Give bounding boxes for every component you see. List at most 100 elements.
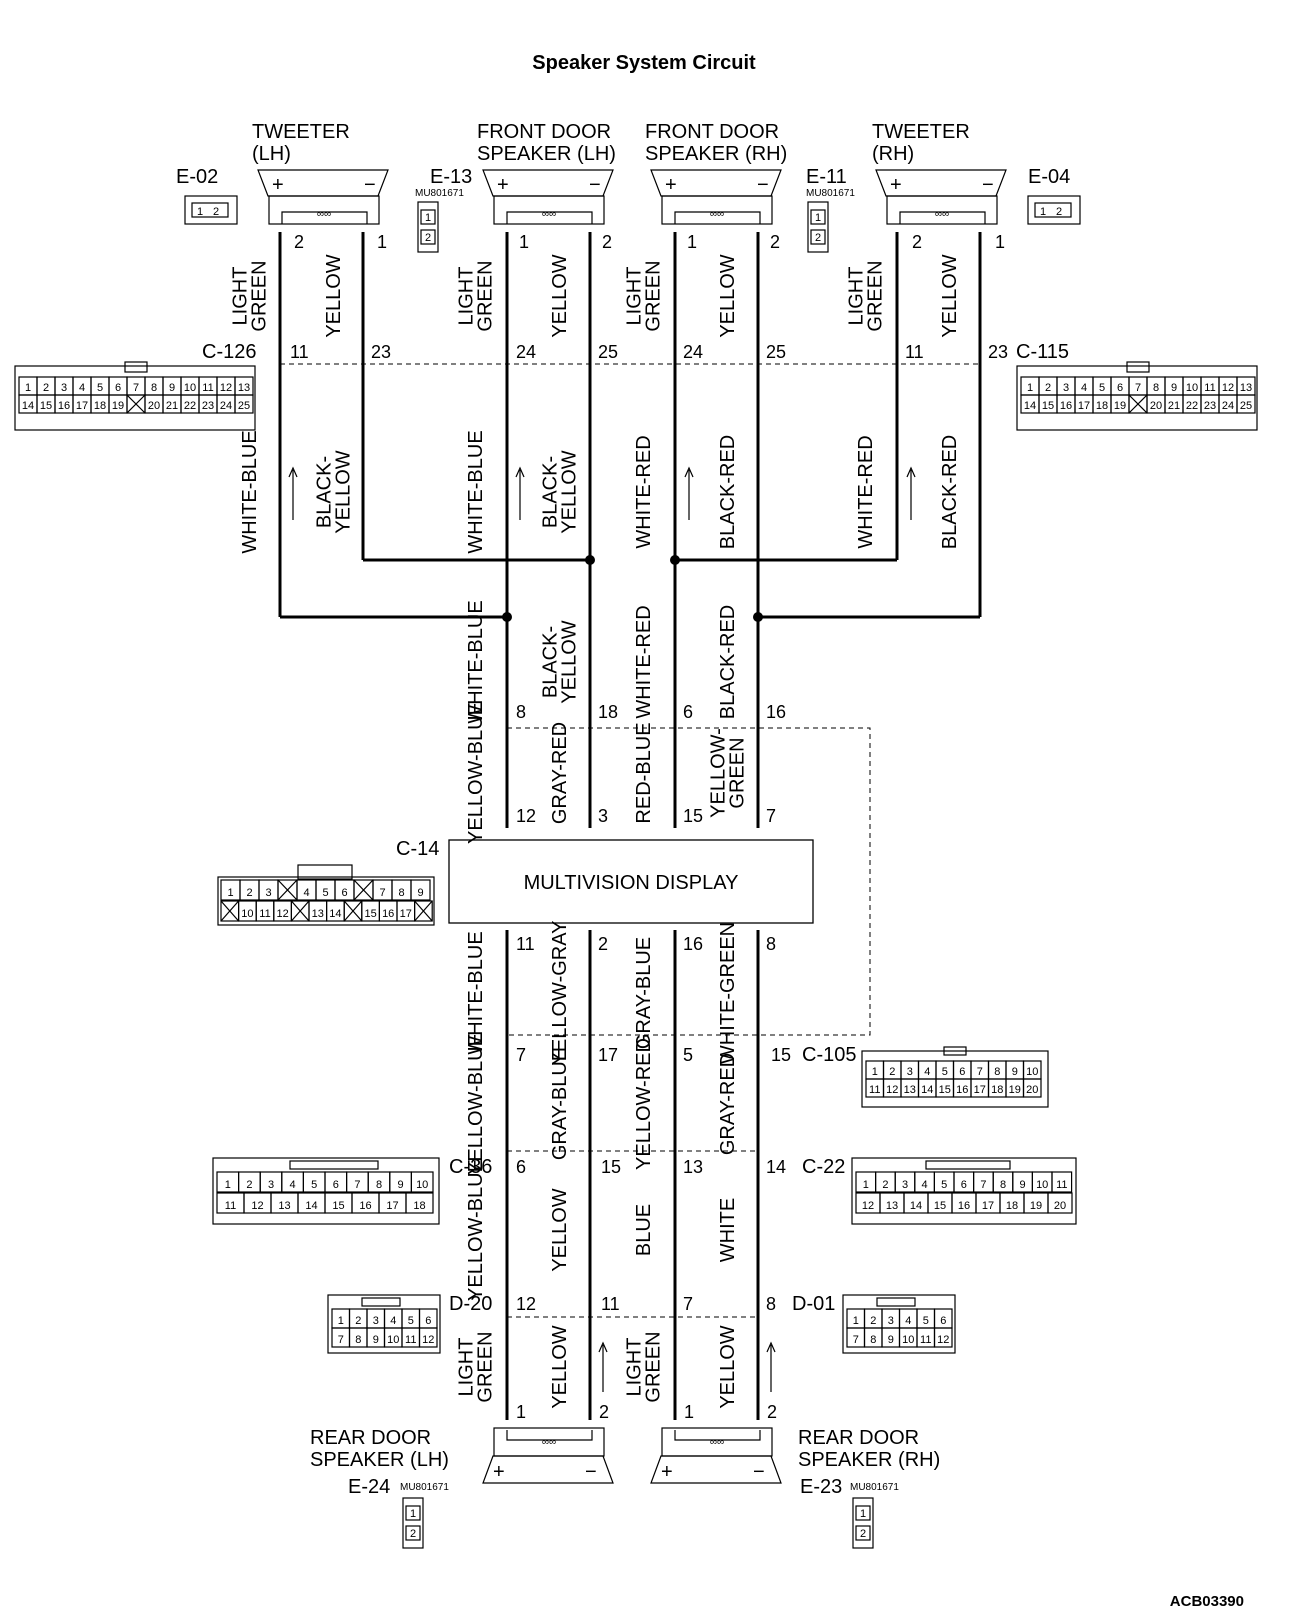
pin-label: 25 xyxy=(1240,400,1252,412)
pin-label: 11 xyxy=(225,1200,236,1212)
rdrh-pin-b: 2 xyxy=(767,1402,777,1422)
pin-number: 2 xyxy=(598,934,608,954)
pin-label: 16 xyxy=(1060,400,1072,412)
pin-label: 14 xyxy=(910,1200,922,1212)
rdlh-label-1: REAR DOOR xyxy=(310,1427,431,1449)
pin-label: 24 xyxy=(1222,400,1234,412)
wire-color-text: WHITE-RED xyxy=(855,435,877,548)
e04-pin1: 1 xyxy=(1040,206,1046,218)
tweeter-rh-label-2: (RH) xyxy=(872,143,914,165)
minus-sign: − xyxy=(753,1461,765,1483)
pin-void xyxy=(353,879,374,901)
c126-label: C-126 xyxy=(202,341,256,363)
pin-label: 8 xyxy=(398,887,404,899)
pin-number: 18 xyxy=(598,702,618,722)
wire-color-text: WHITE-RED xyxy=(633,435,655,548)
pin-label: 12 xyxy=(862,1200,874,1212)
pin-label: 10 xyxy=(184,382,196,394)
tweeter-rh-label-1: TWEETER xyxy=(872,121,970,143)
wire-color-text: BLACK- xyxy=(314,456,336,528)
pin-cell xyxy=(1236,394,1256,414)
pin-number: 5 xyxy=(683,1045,693,1065)
e23-pin-box xyxy=(855,1505,871,1521)
wire-color-text: WHITE-RED xyxy=(633,605,655,718)
pin-label: 1 xyxy=(853,1315,859,1327)
pin-label: 16 xyxy=(956,1084,968,1096)
pin-label: 4 xyxy=(905,1315,911,1327)
rdrh-label-1: REAR DOOR xyxy=(798,1427,919,1449)
pin-label: 10 xyxy=(241,908,253,920)
wire-color-label: YELLOW xyxy=(939,254,961,337)
e04-pin2: 2 xyxy=(1056,206,1062,218)
pin-label: 2 xyxy=(1045,382,1051,394)
pin-label: 13 xyxy=(904,1084,916,1096)
pin-label: 10 xyxy=(1026,1066,1038,1078)
tweeter-lh-pin-a: 2 xyxy=(294,232,304,252)
wire-color-text: LIGHT xyxy=(456,267,478,326)
pin-label: 11 xyxy=(1056,1179,1067,1191)
e23-pin2: 2 xyxy=(860,1528,866,1540)
pin-label: 1 xyxy=(1027,382,1033,394)
plus-sign: + xyxy=(497,174,509,196)
e02-pins xyxy=(191,202,229,218)
pin-label: 14 xyxy=(329,908,341,920)
pin-label: 7 xyxy=(1135,382,1141,394)
pin-label: 7 xyxy=(980,1179,986,1191)
pin-cell xyxy=(410,1171,434,1193)
e24-part-number: MU801671 xyxy=(400,1482,449,1493)
d01-label: D-01 xyxy=(792,1293,835,1315)
pin-number: 8 xyxy=(766,934,776,954)
wire-color-text: GREEN xyxy=(249,260,271,331)
d20-label: D-20 xyxy=(449,1293,492,1315)
pin-label: 3 xyxy=(373,1315,379,1327)
fdlh-pin-b: 2 xyxy=(602,232,612,252)
wire-color-text: BLACK- xyxy=(540,626,562,698)
wire-color-label: YELLOW xyxy=(717,254,739,337)
wire-color-text: GREEN xyxy=(727,737,749,808)
e13-pin-box xyxy=(420,229,436,245)
pin-label: 9 xyxy=(373,1334,379,1346)
wire-color-text: GREEN xyxy=(475,260,497,331)
pin-label: 15 xyxy=(1042,400,1054,412)
wire-color-text: GREEN xyxy=(643,1331,665,1402)
pin-label: 20 xyxy=(1026,1084,1038,1096)
pin-label: 6 xyxy=(115,382,121,394)
pin-number: 23 xyxy=(371,342,391,362)
e23-part-number: MU801671 xyxy=(850,1482,899,1493)
wire-color-text: YELLOW-BLUE xyxy=(465,702,487,844)
wire-color-label: GRAY-BLUE xyxy=(549,1048,571,1160)
e23-connector-icon xyxy=(852,1497,874,1549)
pin-number: 15 xyxy=(683,806,703,826)
pin-label: 16 xyxy=(382,908,394,920)
pin-label: 6 xyxy=(341,887,347,899)
wire-color-label: YELLOW-BLUE xyxy=(465,1159,487,1301)
wire-color-label: YELLOW xyxy=(549,254,571,337)
coil-symbol: ∞∞ xyxy=(710,1437,724,1448)
plus-sign: + xyxy=(661,1461,673,1483)
rear-door-speaker-lh: 1 2 ∞∞ + − REAR DOOR SPEAKER (LH) E-24 M… xyxy=(310,1402,614,1549)
pin-number: 12 xyxy=(516,806,536,826)
pin-label: 12 xyxy=(1222,382,1234,394)
wire-color-text: YELLOW xyxy=(559,620,581,703)
pin-label: 11 xyxy=(920,1334,931,1346)
e13-pin1: 1 xyxy=(425,212,431,224)
wire-color-label: YELLOW xyxy=(549,1188,571,1271)
wire-color-text: BLUE xyxy=(633,1204,655,1256)
pin-label: 10 xyxy=(416,1179,428,1191)
pin-label: 11 xyxy=(259,908,270,920)
pin-label: 10 xyxy=(387,1334,399,1346)
wire-color-text: LIGHT xyxy=(846,267,868,326)
fdrh-label-1: FRONT DOOR xyxy=(645,121,779,143)
wire-color-text: BLACK-RED xyxy=(939,435,961,549)
pin-cell xyxy=(234,394,254,414)
pin-label: 12 xyxy=(422,1334,434,1346)
e02-pin2: 2 xyxy=(213,206,219,218)
wire-color-text: LIGHT xyxy=(624,267,646,326)
pin-label: 16 xyxy=(58,400,70,412)
fdlh-pin-a: 1 xyxy=(519,232,529,252)
pin-void xyxy=(414,900,433,922)
arrow-head xyxy=(906,466,916,478)
